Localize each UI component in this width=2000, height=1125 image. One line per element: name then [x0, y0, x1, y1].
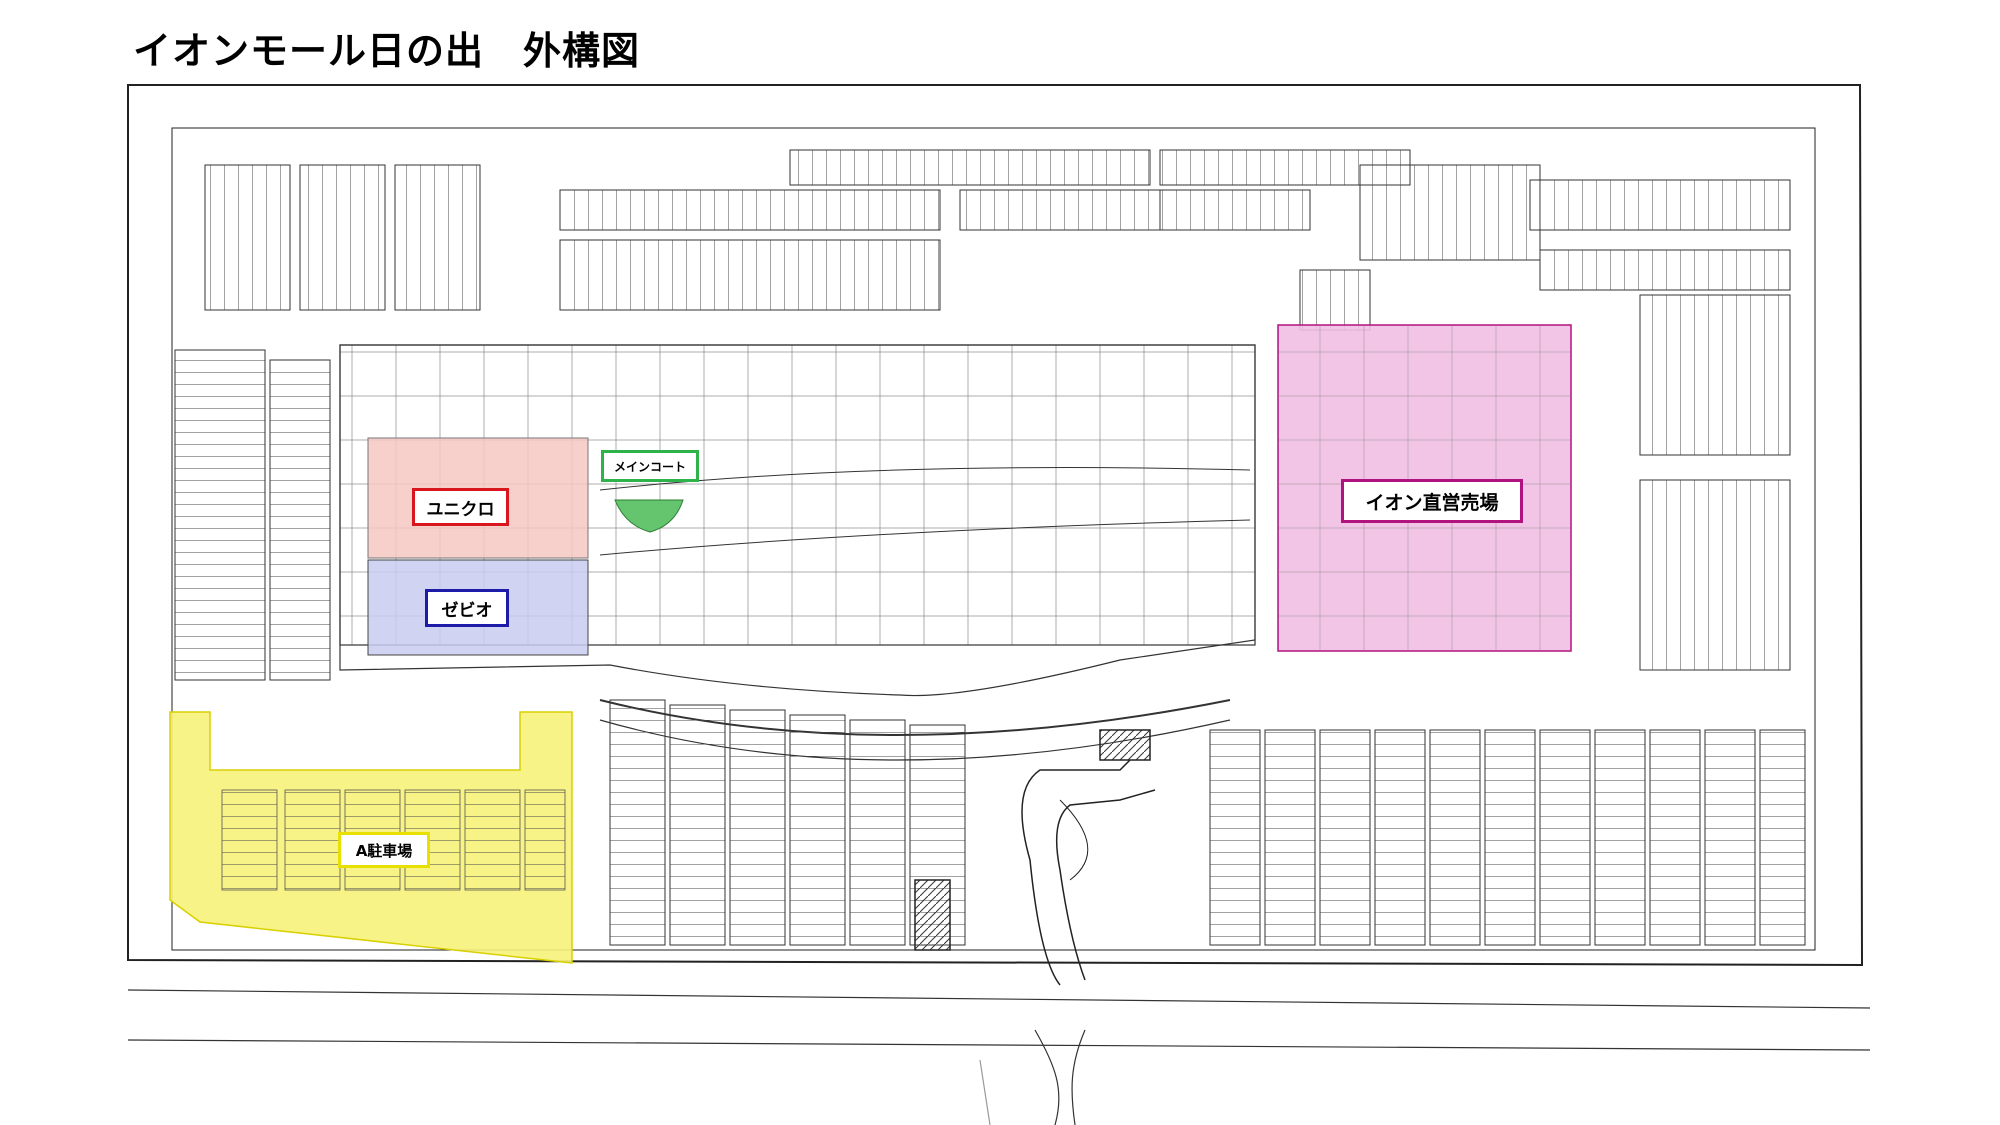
a-parking-stalls: [221, 789, 566, 891]
main-court-label: メインコート: [601, 450, 699, 482]
south-parking: [609, 699, 1806, 946]
north-parking: [204, 149, 1791, 311]
a-parking-label: A駐車場: [338, 832, 430, 868]
main-court-fan: [614, 499, 684, 533]
uniqlo-label: ユニクロ: [412, 488, 509, 526]
aeon-direct-label: イオン直営売場: [1341, 479, 1523, 523]
road: [127, 989, 1871, 1125]
east-parking: [1299, 269, 1791, 671]
xebio-label: ゼビオ: [425, 589, 509, 627]
west-parking: [174, 349, 331, 681]
ramp-loop: [914, 729, 1156, 986]
site-boundary: [127, 84, 1864, 967]
page-title: イオンモール日の出 外構図: [133, 29, 641, 73]
